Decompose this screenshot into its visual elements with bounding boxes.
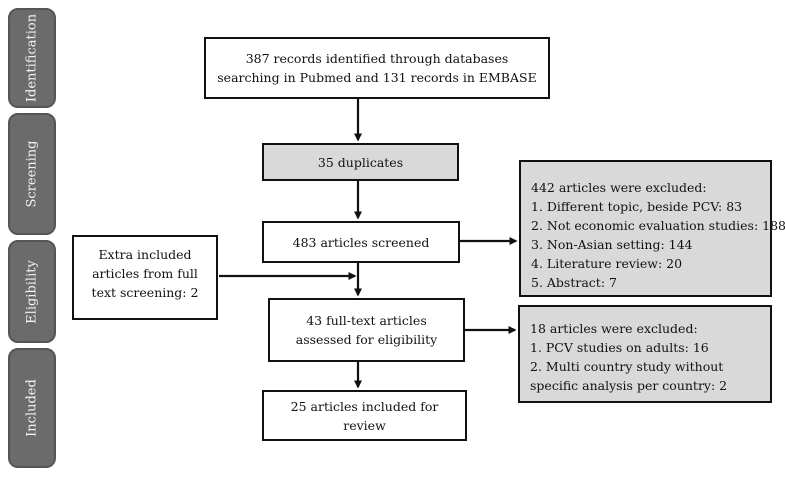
stage-included: Included [8,348,56,468]
box-excluded-screening: 442 articles were excluded: 1. Different… [519,160,785,297]
box-excluded-eligibility: 18 articles were excluded: 1. PCV studie… [518,305,772,403]
extra-included-text: Extra included articles from full text s… [91,247,199,300]
fulltext-assessed-text: 43 full-text articles assessed for eligi… [295,313,438,347]
stage-screening: Screening [8,113,56,235]
excluded-screening-item: 5. Abstract: 7 [531,275,617,290]
excluded-screening-item: 3. Non-Asian setting: 144 [531,237,693,252]
excluded-screening-item: 4. Literature review: 20 [531,256,683,271]
box-records-identified: 387 records identified through databases… [204,37,550,99]
stage-eligibility: Eligibility [8,240,56,343]
box-articles-included: 25 articles included for review [262,390,467,441]
excluded-eligibility-item: 1. PCV studies on adults: 16 [530,340,709,355]
box-extra-included: Extra included articles from full text s… [72,235,218,320]
excluded-eligibility-item: 2. Multi country study without specific … [530,357,760,395]
stage-identification: Identification [8,8,56,108]
duplicates-text: 35 duplicates [317,154,404,170]
box-articles-screened: 483 articles screened [262,221,460,263]
excluded-eligibility-title: 18 articles were excluded: [530,321,698,336]
excluded-screening-title: 442 articles were excluded: [531,180,707,195]
articles-included-text: 25 articles included for review [290,398,439,433]
box-fulltext-assessed: 43 full-text articles assessed for eligi… [268,298,465,362]
articles-screened-text: 483 articles screened [292,234,430,250]
excluded-eligibility-item-text: 2. Multi country study without specific … [530,359,728,393]
excluded-screening-item: 1. Different topic, beside PCV: 83 [531,199,743,214]
box-duplicates: 35 duplicates [262,143,459,181]
excluded-screening-item: 2. Not economic evaluation studies: 188 [531,218,785,233]
records-identified-text: 387 records identified through databases… [217,51,537,85]
